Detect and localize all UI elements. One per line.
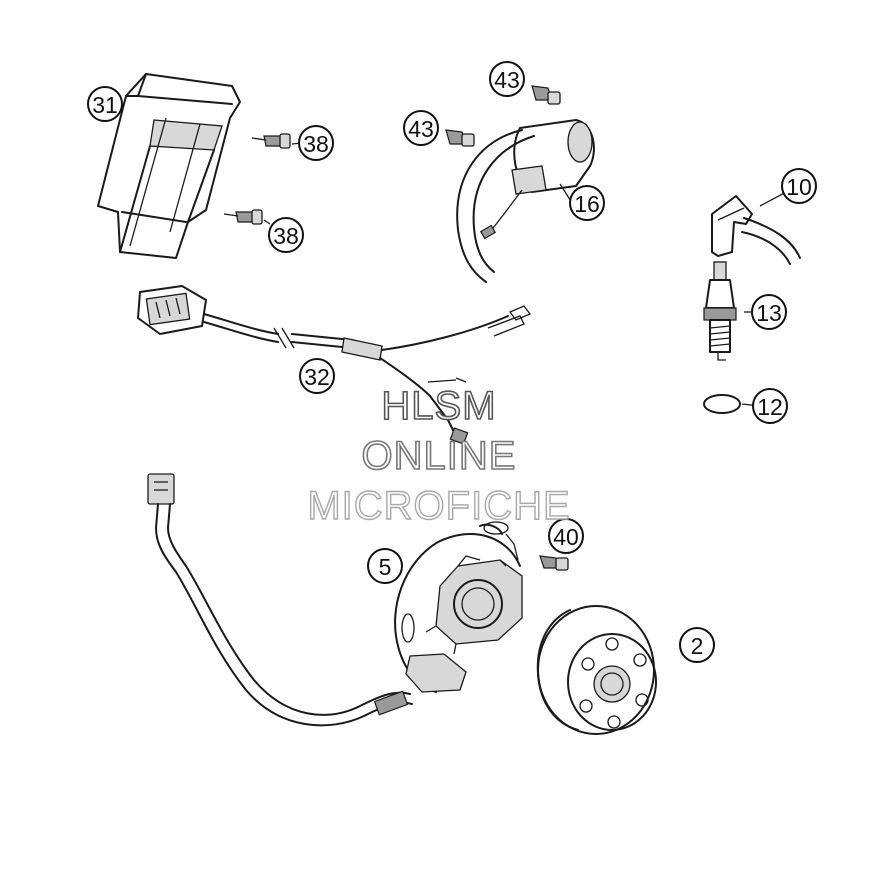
svg-text:16: 16 [574, 191, 600, 217]
callout-43-upper: 43 [489, 61, 525, 97]
svg-text:2: 2 [691, 633, 704, 659]
sealing-ring [703, 394, 741, 414]
screw-40 [539, 555, 569, 571]
callout-40: 40 [548, 518, 584, 554]
screw-43-upper [531, 85, 561, 105]
bolt-38-lower [223, 209, 263, 225]
ignition-coil [456, 119, 595, 283]
svg-text:43: 43 [408, 116, 434, 142]
spark-plug-cap [711, 195, 801, 265]
wiring-harness [137, 285, 532, 445]
svg-text:40: 40 [553, 524, 579, 550]
callout-5: 5 [367, 548, 403, 584]
callout-2: 2 [679, 627, 715, 663]
svg-text:38: 38 [273, 223, 299, 249]
callout-38-upper: 38 [298, 125, 334, 161]
stator-plate [394, 521, 523, 693]
svg-text:31: 31 [92, 92, 118, 118]
svg-text:32: 32 [304, 364, 330, 390]
svg-text:12: 12 [757, 394, 783, 420]
svg-text:13: 13 [756, 300, 782, 326]
callout-10: 10 [781, 168, 817, 204]
spark-plug [703, 261, 737, 361]
screw-43-lower [445, 129, 475, 147]
callout-13: 13 [751, 294, 787, 330]
callout-16: 16 [569, 185, 605, 221]
callout-32: 32 [299, 358, 335, 394]
flywheel-rotor [536, 605, 657, 735]
svg-text:43: 43 [494, 67, 520, 93]
svg-text:10: 10 [786, 174, 812, 200]
callout-38-lower: 38 [268, 217, 304, 253]
svg-text:38: 38 [303, 131, 329, 157]
svg-text:5: 5 [379, 554, 392, 580]
callout-31: 31 [87, 86, 123, 122]
callout-43-lower: 43 [403, 110, 439, 146]
callout-12: 12 [752, 388, 788, 424]
bolt-38-upper [251, 133, 291, 149]
cdi-unit [97, 73, 241, 259]
stator-wire [147, 473, 413, 727]
